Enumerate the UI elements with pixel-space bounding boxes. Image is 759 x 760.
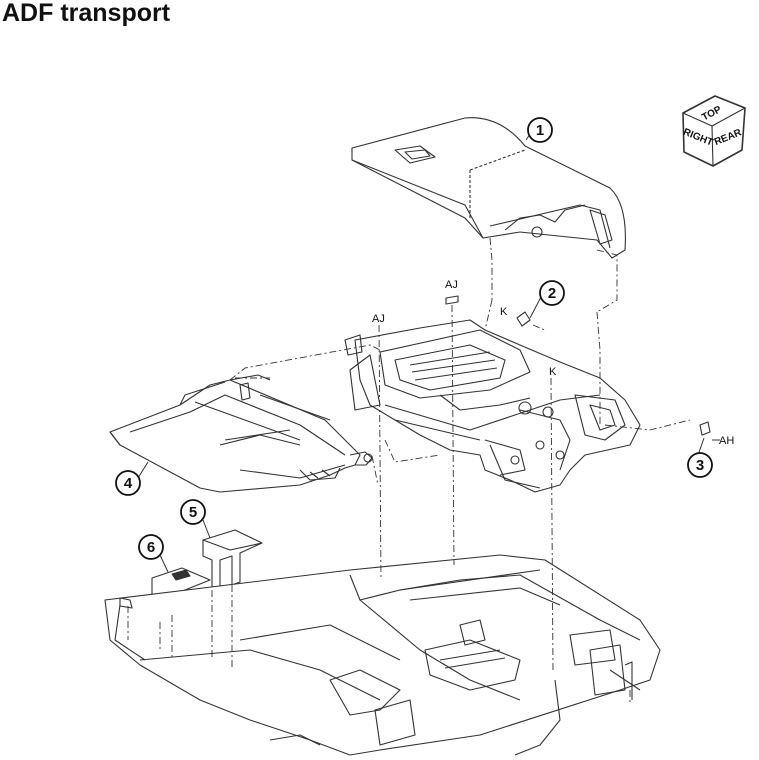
svg-text:3: 3	[696, 457, 704, 474]
part-top-cover	[351, 117, 626, 259]
page-title: ADF transport	[2, 0, 171, 27]
svg-text:5: 5	[189, 504, 197, 521]
orientation-cube	[682, 95, 746, 167]
label-k-lower: K	[549, 366, 557, 378]
svg-text:2: 2	[548, 285, 556, 302]
callout-3: 3	[687, 452, 713, 478]
svg-text:1: 1	[536, 122, 544, 139]
label-ah: AH	[719, 435, 734, 447]
fasteners	[445, 295, 711, 436]
label-k-upper: K	[500, 306, 508, 318]
callout-6: 6	[138, 534, 164, 560]
callout-4: 4	[115, 470, 141, 496]
svg-text:6: 6	[147, 539, 155, 556]
assembly-leader-lines	[127, 237, 691, 705]
callout-leaders	[137, 133, 720, 573]
part-input-tray	[109, 374, 373, 493]
label-aj-left: AJ	[372, 313, 385, 325]
part-bracket-5	[202, 529, 263, 591]
part-base-frame	[104, 554, 661, 756]
part-adf-frame	[344, 319, 641, 493]
callout-2: 2	[539, 280, 565, 306]
label-aj-right: AJ	[445, 279, 458, 291]
callout-5: 5	[180, 499, 206, 525]
svg-text:4: 4	[124, 475, 133, 492]
callout-1: 1	[527, 117, 553, 143]
